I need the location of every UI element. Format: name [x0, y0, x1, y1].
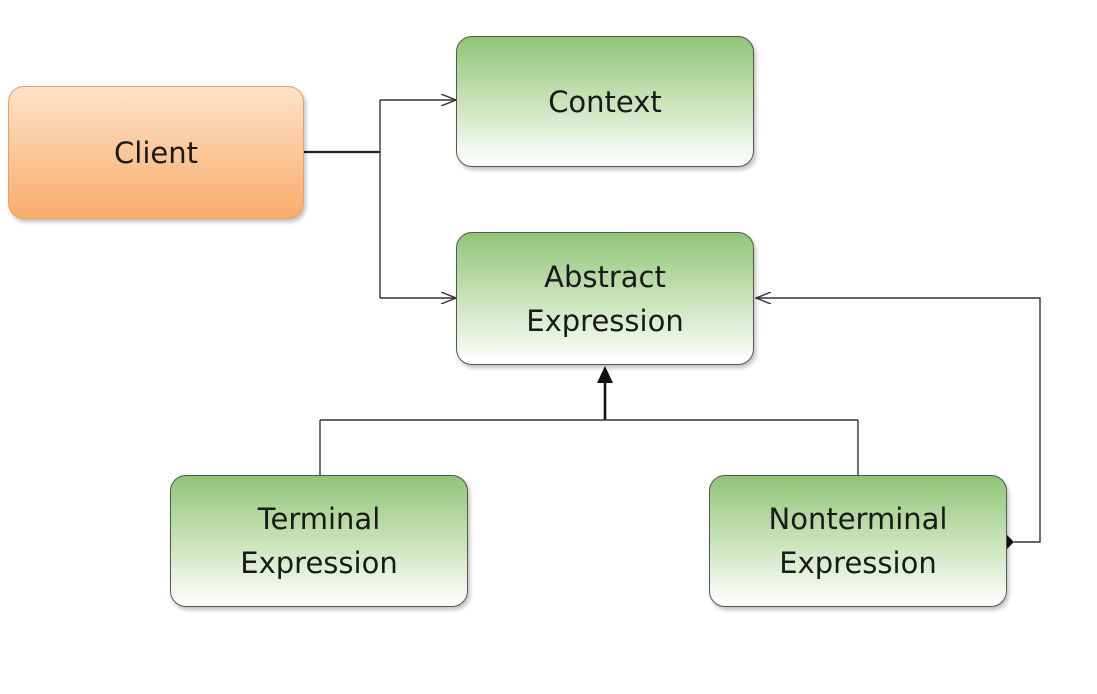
inheritance-lines [319, 366, 859, 475]
client-node: Client [8, 86, 304, 219]
inheritance-arrowhead [597, 366, 613, 383]
context-label: Context [548, 84, 662, 119]
nonterminal-expression-label: Nonterminal Expression [768, 502, 948, 580]
abstract-expression-node: Abstract Expression [456, 232, 754, 365]
context-node: Context [456, 36, 754, 167]
client-association-lines [304, 100, 456, 298]
terminal-expression-label: Terminal Expression [240, 502, 398, 580]
terminal-expression-node: Terminal Expression [170, 475, 468, 607]
abstract-expression-label: Abstract Expression [526, 259, 684, 338]
nonterminal-expression-node: Nonterminal Expression [709, 475, 1007, 607]
client-label: Client [114, 135, 198, 170]
